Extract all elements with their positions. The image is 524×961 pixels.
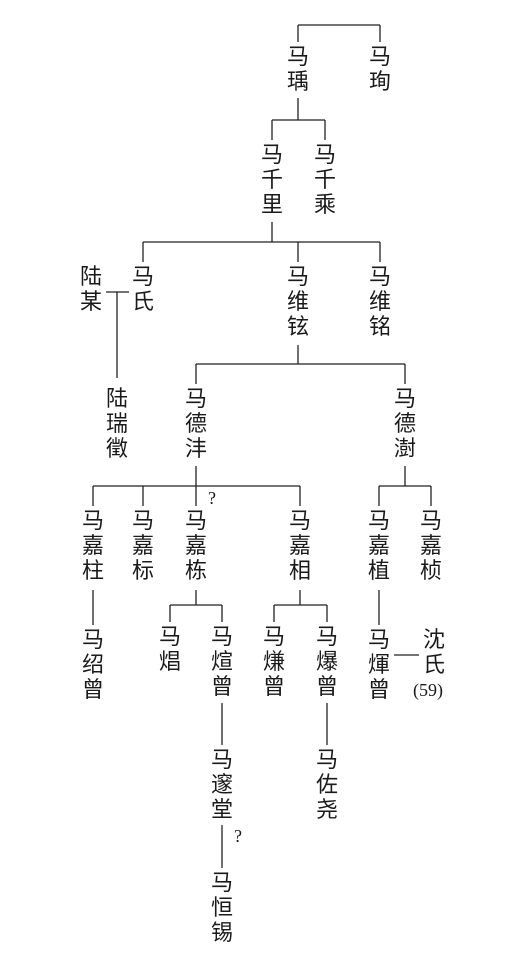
person-ma-bozeng: 马 爆 曾 [315,625,338,700]
person-ma-jiadong: 马 嘉 栋 [184,509,207,584]
person-ma-dexie: 马 德 澍 [393,387,416,462]
person-ma-jiabiao: 马 嘉 标 [131,509,154,584]
uncertain-mark: ? [234,826,242,846]
person-ma-shi: 马 氏 [131,265,154,315]
person-ma-jiazhu: 马 嘉 柱 [81,509,104,584]
person-ma-suitang: 马 邃 堂 [210,748,233,823]
person-shen-shi: 沈 氏 [422,628,445,678]
person-ma-shaozeng: 马 绍 曾 [81,628,104,703]
person-ma-weixuan: 马 维 铉 [286,265,309,340]
person-ma-chang: 马 焻 [158,625,181,675]
person-ma-qianli: 马 千 里 [260,143,283,218]
person-ma-xun: 马 珣 [368,45,391,95]
uncertain-mark: ? [208,488,216,508]
person-ma-lianzeng: 马 熑 曾 [262,625,285,700]
person-lu-ruihui: 陆 瑞 徵 [105,387,128,462]
person-ma-defeng: 马 德 沣 [184,387,207,462]
person-ma-zuoyao: 马 佐 尧 [315,748,338,823]
person-ma-hengxi: 马 恒 锡 [210,871,233,946]
person-lu-mou: 陆 某 [79,265,102,315]
age-note: (59) [413,680,443,700]
person-ma-xuanzeng: 马 煊 曾 [210,625,233,700]
person-ma-qiancheng: 马 千 乘 [313,143,336,218]
person-ma-weiming: 马 维 铭 [368,265,391,340]
person-ma-huizeng: 马 煇 曾 [367,628,390,703]
person-ma-jiazhi: 马 嘉 植 [367,509,390,584]
person-ma-jiazhen: 马 嘉 桢 [419,509,442,584]
person-ma-jiaxiang: 马 嘉 相 [288,509,311,584]
person-ma-yu: 马 瑀 [286,45,309,95]
